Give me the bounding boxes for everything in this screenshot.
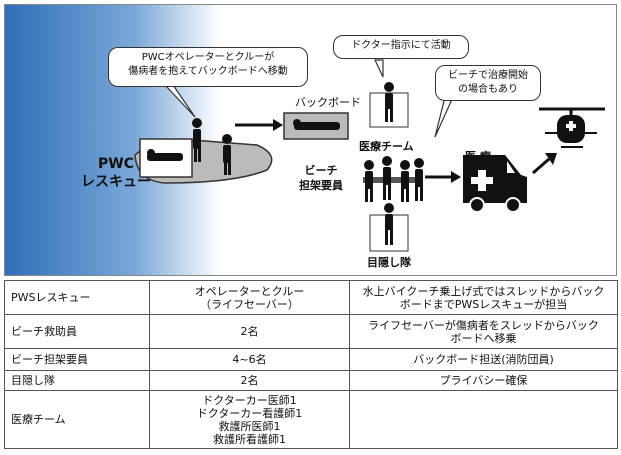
backboard-icon	[283, 112, 349, 140]
role-cell: 医療チーム	[4, 390, 150, 449]
rescue-flow-diagram: PWCオペレーターとクルーが 傷病者を抱えてバックボードへ移動 ドクター指示にて…	[4, 4, 617, 276]
doctor-figure-icon	[369, 82, 409, 128]
callout-beach-treatment: ビーチで治療開始 の場合もあり	[435, 65, 541, 101]
screen-team-figure-icon	[369, 203, 409, 252]
duty-cell: 水上バイクーチ乗上げ式ではスレッドからバック ボードまでPWSレスキューが担当	[349, 280, 618, 315]
callout-pwc-transfer: PWCオペレーターとクルーが 傷病者を抱えてバックボードへ移動	[108, 47, 308, 87]
members-cell: 2名	[149, 370, 350, 391]
role-cell: PWSレスキュー	[4, 280, 150, 315]
helicopter-icon	[539, 107, 605, 148]
callout-pointer	[374, 59, 384, 78]
role-cell: ビーチ担架要員	[4, 348, 150, 371]
arrow-to-helicopter-icon	[532, 153, 557, 175]
label-screen-team: 目隠し隊	[367, 256, 411, 269]
duty-cell: プライバシー確保	[349, 370, 618, 391]
label-pwc-rescue: PWC レスキュー	[81, 156, 151, 190]
ambulance-icon	[463, 155, 527, 213]
arrow-to-backboard-icon	[235, 119, 283, 131]
members-cell: 4~6名	[149, 348, 350, 371]
table-row: PWSレスキュー オペレーターとクルー （ライフセーバー） 水上バイクーチ乗上げ…	[4, 280, 618, 315]
callout-pointer	[434, 96, 454, 138]
table-row: 目隠し隊 2名 プライバシー確保	[4, 370, 618, 391]
table-row: ビーチ救助員 2名 ライフセーバーが傷病者をスレッドからバック ボードへ移乗	[4, 314, 618, 349]
duty-cell: ライフセーバーが傷病者をスレッドからバック ボードへ移乗	[349, 314, 618, 349]
label-beach-carriers: ビーチ 担架要員	[299, 164, 343, 192]
pwc-watercraft-icon	[134, 118, 273, 184]
members-cell: 2名	[149, 314, 350, 349]
role-table: PWSレスキュー オペレーターとクルー （ライフセーバー） 水上バイクーチ乗上げ…	[4, 280, 618, 449]
role-cell: 目隠し隊	[4, 370, 150, 391]
duty-cell: バックボード担送(消防団員)	[349, 348, 618, 371]
members-cell: ドクターカー医師1 ドクターカー看護師1 救護所医師1 救護所看護師1	[149, 390, 350, 449]
diagram-graphics	[5, 5, 605, 275]
label-medical-team: 医療チーム	[359, 140, 414, 153]
table-row: ビーチ担架要員 4~6名 バックボード担送(消防団員)	[4, 348, 618, 371]
table-row: 医療チーム ドクターカー医師1 ドクターカー看護師1 救護所医師1 救護所看護師…	[4, 390, 618, 449]
callout-doctor-instruction: ドクター指示にて活動	[333, 35, 469, 59]
role-cell: ビーチ救助員	[4, 314, 150, 349]
members-cell: オペレーターとクルー （ライフセーバー）	[149, 280, 350, 315]
label-backboard: バックボード	[295, 96, 361, 109]
arrow-to-ambulance-icon	[425, 171, 461, 183]
duty-cell	[349, 390, 618, 449]
label-medical: 医 療	[465, 150, 491, 163]
stretcher-bearers-icon	[363, 156, 424, 202]
